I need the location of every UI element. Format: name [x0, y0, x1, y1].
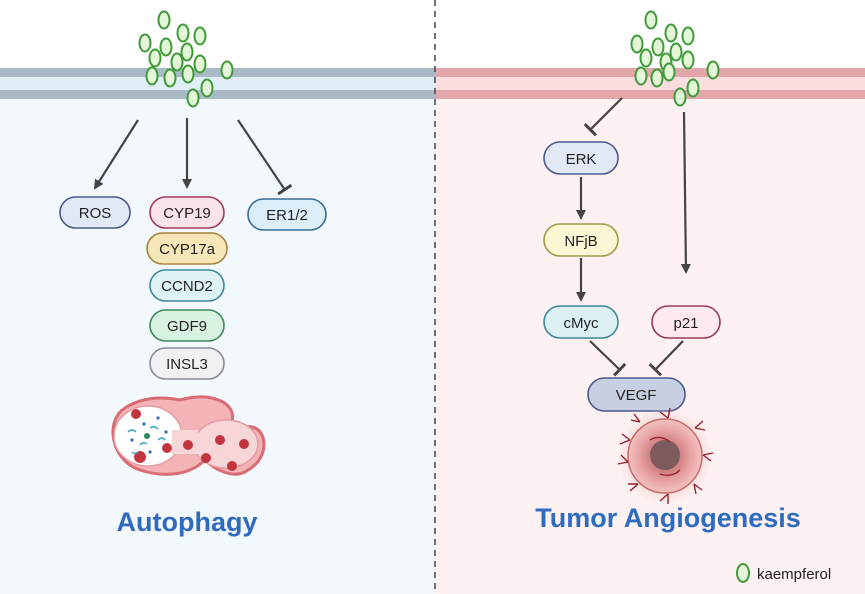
kaempferol-molecule-icon — [634, 66, 648, 86]
kaempferol-molecule-icon — [148, 48, 162, 68]
kaempferol-molecule-icon — [706, 60, 720, 80]
left-panel-cytoplasm — [0, 98, 435, 594]
inhibit-to-erk — [583, 97, 623, 137]
node-ccnd2: CCND2 — [149, 269, 225, 302]
right-panel-cytoplasm — [435, 98, 865, 594]
kaempferol-molecule-icon — [181, 64, 195, 84]
arrow-to-ros — [93, 119, 139, 190]
kaempferol-molecule-icon — [662, 62, 676, 82]
autophagy-illustration-icon — [111, 395, 266, 476]
node-p21-box — [651, 305, 721, 339]
tumor-angiogenesis-title: Tumor Angiogenesis — [535, 503, 801, 533]
legend-label: kaempferol — [757, 566, 831, 583]
kaempferol-molecule-icon — [681, 50, 695, 70]
inhibit-to-er12 — [237, 119, 293, 196]
tumor-illustration-icon — [617, 407, 714, 504]
right-kaempferol-cluster — [630, 10, 720, 107]
node-cyp17a-box — [146, 232, 228, 265]
node-erk-box — [543, 141, 619, 175]
node-nfjb-box — [543, 223, 619, 257]
node-gdf9-box — [149, 309, 225, 342]
node-cyp19: CYP19 — [149, 196, 225, 229]
kaempferol-molecule-icon — [630, 34, 644, 54]
node-gdf9: GDF9 — [149, 309, 225, 342]
node-ccnd2-label: CCND2 — [161, 278, 213, 295]
kaempferol-molecule-icon — [180, 42, 194, 62]
node-cmyc: cMyc — [543, 305, 619, 339]
node-vegf: VEGF — [587, 377, 686, 412]
kaempferol-molecule-icon — [651, 37, 665, 57]
kaempferol-molecule-icon — [138, 33, 152, 53]
node-gdf9-label: GDF9 — [167, 318, 207, 335]
right-membrane — [435, 68, 865, 99]
node-ros-label: ROS — [79, 205, 112, 222]
node-p21: p21 — [651, 305, 721, 339]
kaempferol-oval-icon — [736, 563, 750, 583]
node-nfjb: NFjB — [543, 223, 619, 257]
kaempferol-molecule-icon — [686, 78, 700, 98]
kaempferol-molecule-icon — [220, 60, 234, 80]
kaempferol-molecule-icon — [200, 78, 214, 98]
kaempferol-molecule-icon — [673, 87, 687, 107]
node-ccnd2-box — [149, 269, 225, 302]
node-cmyc-box — [543, 305, 619, 339]
node-insl3-label: INSL3 — [166, 356, 208, 373]
node-cyp19-label: CYP19 — [163, 205, 211, 222]
node-cyp19-box — [149, 196, 225, 229]
node-insl3: INSL3 — [149, 347, 225, 380]
left-membrane — [0, 68, 435, 99]
arrow-to-p21 — [680, 111, 691, 274]
inhibit-cmyc-vegf — [589, 340, 627, 377]
node-ros-box — [59, 196, 131, 229]
kaempferol-molecule-icon — [664, 23, 678, 43]
kaempferol-molecule-icon — [170, 52, 184, 72]
inhibit-p21-vegf — [648, 340, 684, 377]
node-er12-label: ER1/2 — [266, 207, 308, 224]
kaempferol-molecule-icon — [193, 26, 207, 46]
node-cmyc-label: cMyc — [564, 315, 599, 332]
node-er12-box — [247, 198, 327, 231]
legend: kaempferol — [736, 563, 831, 583]
kaempferol-molecule-icon — [644, 10, 658, 30]
node-erk: ERK — [543, 141, 619, 175]
node-er12: ER1/2 — [247, 198, 327, 231]
kaempferol-molecule-icon — [681, 26, 695, 46]
left-kaempferol-cluster — [138, 10, 234, 108]
kaempferol-molecule-icon — [157, 10, 171, 30]
kaempferol-molecule-icon — [193, 54, 207, 74]
kaempferol-molecule-icon — [163, 68, 177, 88]
node-ros: ROS — [59, 196, 131, 229]
kaempferol-molecule-icon — [159, 37, 173, 57]
node-nfjb-label: NFjB — [564, 233, 597, 250]
node-erk-label: ERK — [566, 151, 597, 168]
node-insl3-box — [149, 347, 225, 380]
node-cyp17a-label: CYP17a — [159, 241, 216, 258]
kaempferol-molecule-icon — [639, 48, 653, 68]
kaempferol-molecule-icon — [650, 68, 664, 88]
node-vegf-box — [587, 377, 686, 412]
kaempferol-molecule-icon — [176, 23, 190, 43]
kaempferol-molecule-icon — [186, 88, 200, 108]
kaempferol-molecule-icon — [669, 42, 683, 62]
autophagy-title: Autophagy — [117, 507, 258, 537]
node-vegf-label: VEGF — [616, 387, 657, 404]
node-cyp17a: CYP17a — [146, 232, 228, 265]
node-p21-label: p21 — [673, 315, 698, 332]
kaempferol-molecule-icon — [145, 66, 159, 86]
